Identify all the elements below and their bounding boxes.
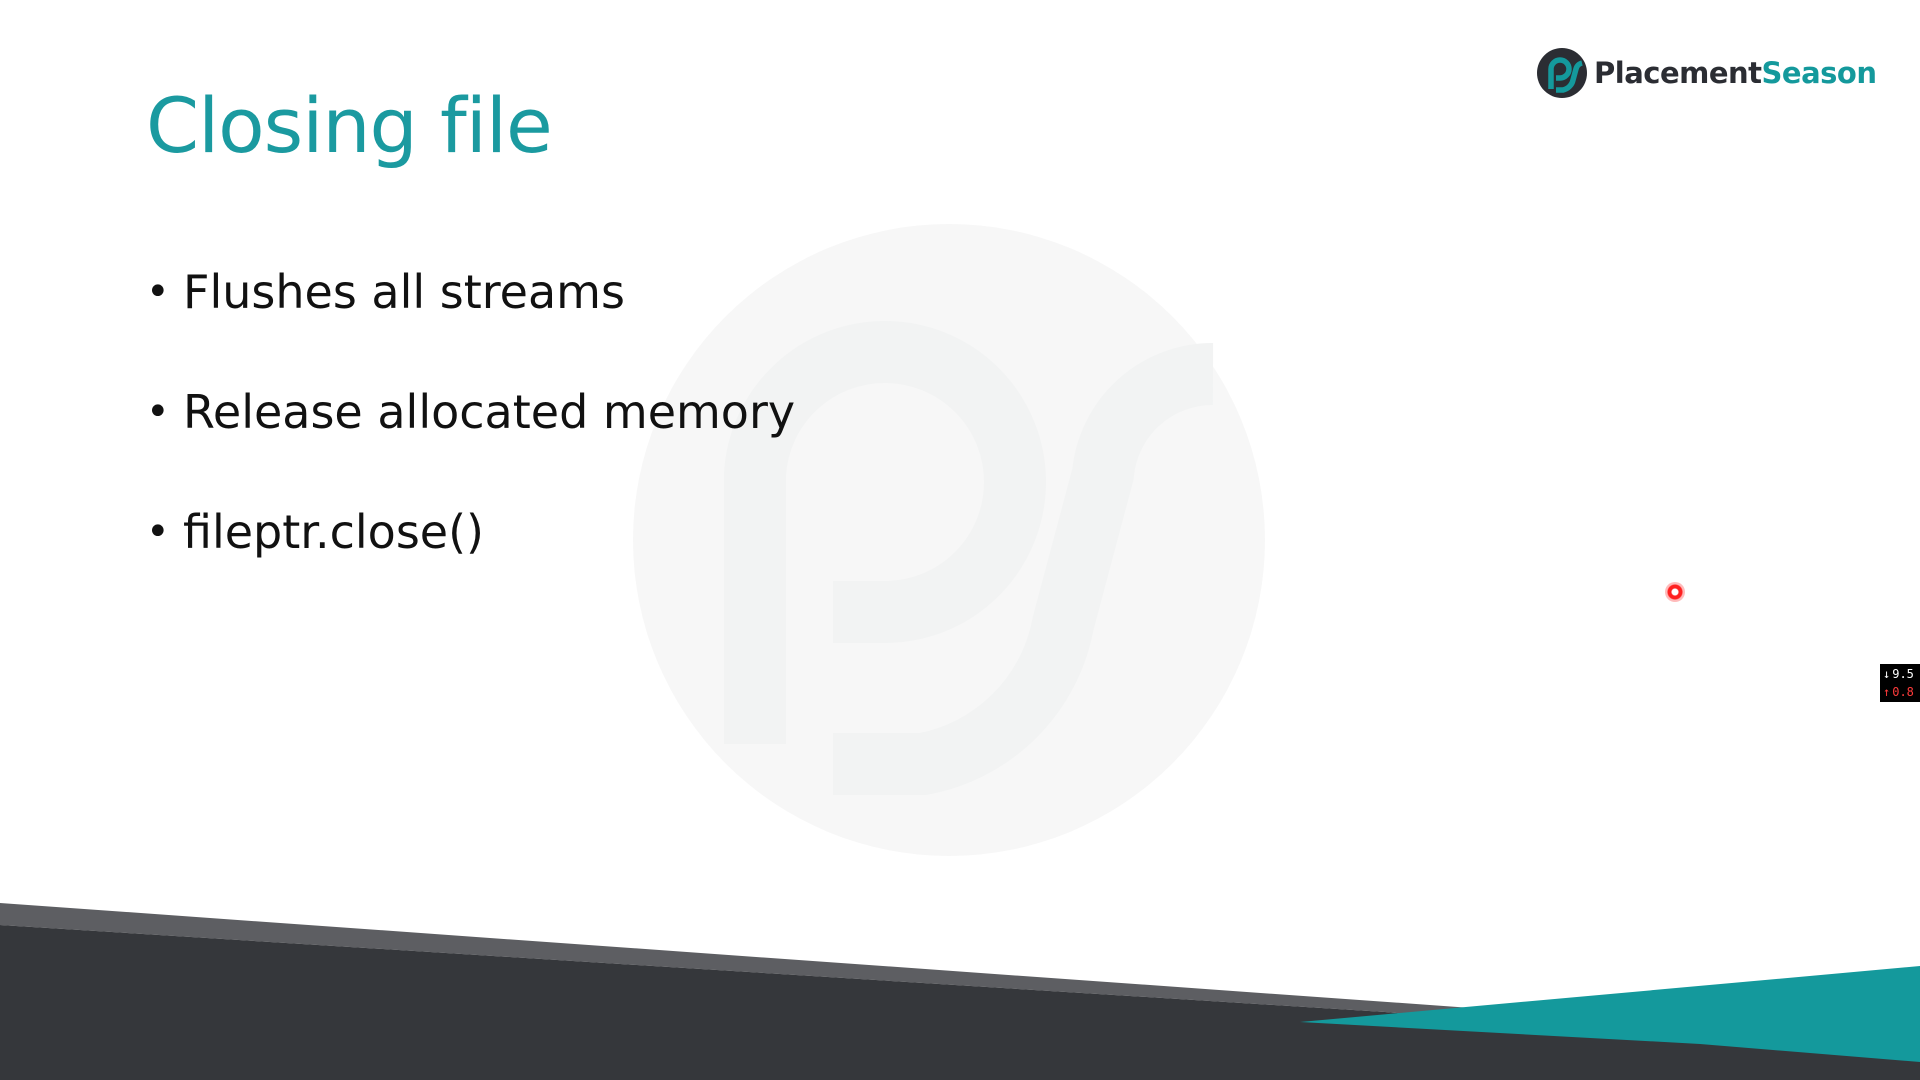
- download-arrow-icon: ↓: [1883, 667, 1891, 681]
- laser-pointer-icon: [1665, 582, 1685, 602]
- bullet-text: Flushes all streams: [183, 265, 625, 319]
- ps-logo-icon: [1537, 48, 1587, 98]
- bullet-item: • fileptr.close(): [146, 502, 795, 622]
- bullet-marker: •: [146, 389, 170, 435]
- ps-watermark-icon: [633, 224, 1265, 856]
- footer-teal-band: [1300, 966, 1920, 1062]
- brand-name-part2: Season: [1761, 56, 1877, 90]
- footer-gray-band: [0, 903, 1920, 1060]
- slide-title: Closing file: [146, 81, 553, 170]
- bullet-marker: •: [146, 509, 170, 555]
- brand-logo: PlacementSeason: [1536, 46, 1877, 100]
- network-speed-widget: ↓9.5 k ↑0.8 k: [1880, 664, 1920, 702]
- bullet-item: • Release allocated memory: [146, 382, 795, 502]
- upload-value: 0.8 k: [1892, 685, 1920, 699]
- upload-speed: ↑0.8 k: [1883, 683, 1920, 701]
- bullet-marker: •: [146, 269, 170, 315]
- bullet-item: • Flushes all streams: [146, 262, 795, 382]
- brand-name: PlacementSeason: [1594, 56, 1877, 90]
- upload-arrow-icon: ↑: [1883, 685, 1891, 699]
- bullet-text: Release allocated memory: [183, 385, 796, 439]
- footer-dark-band: [0, 925, 1920, 1080]
- brand-name-part1: Placement: [1594, 56, 1762, 90]
- bullet-text: fileptr.close(): [183, 505, 484, 559]
- download-value: 9.5 k: [1892, 667, 1920, 681]
- bullet-list: • Flushes all streams • Release allocate…: [146, 262, 795, 622]
- download-speed: ↓9.5 k: [1883, 665, 1920, 683]
